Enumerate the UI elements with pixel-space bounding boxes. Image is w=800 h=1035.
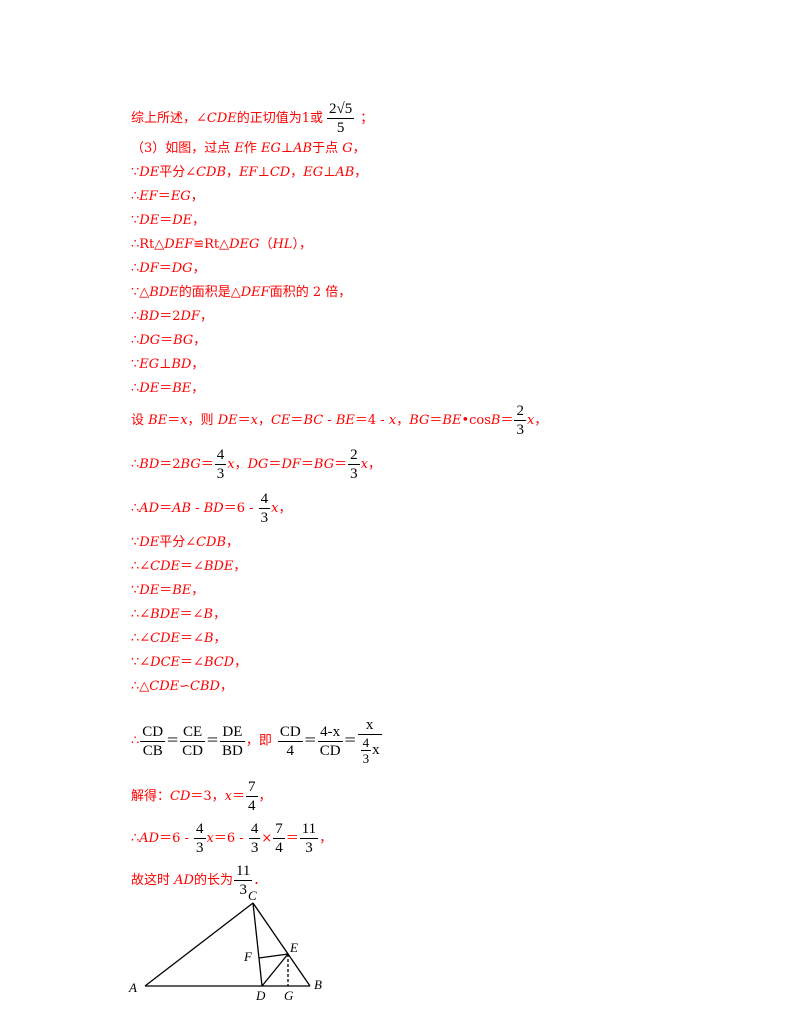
step-line: ∴DF＝DG，: [131, 261, 206, 276]
step-line: ∵DE＝DE，: [131, 213, 206, 228]
step-line: ∵∠DCE＝∠BCD，: [131, 655, 248, 670]
step-line: ∵DE平分∠CDB，: [131, 535, 240, 550]
label-b: B: [314, 977, 322, 992]
segment-cd: [252, 902, 263, 987]
segment-cb: [252, 902, 311, 987]
step-line: （3）如图，过点 E作 EG⊥AB于点 G，: [131, 141, 366, 156]
step-line: ∴∠CDE＝∠BDE，: [131, 559, 247, 574]
label-c: C: [248, 890, 257, 903]
setup-line: 设 BE＝x，则 DE＝x，CE＝BC - BE＝4 - x，BG＝BE•cos…: [131, 403, 548, 438]
step-line: ∴EF＝EG，: [131, 189, 204, 204]
label-a: A: [128, 980, 137, 995]
step-line: ∵EG⊥BD，: [131, 357, 205, 372]
label-g: G: [284, 988, 294, 1002]
step-line: ∴△CDE∽CBD，: [131, 679, 233, 694]
step-line: ∴∠BDE＝∠B，: [131, 607, 227, 622]
geometry-figure: C A B D G E F: [128, 890, 322, 1002]
label-d: D: [255, 988, 266, 1002]
step-line: ∴DG＝BG，: [131, 333, 207, 348]
step-line: ∴Rt△DEF≌Rt△DEG（HL），: [131, 237, 312, 252]
step-line: ∴∠CDE＝∠B，: [131, 631, 227, 646]
step-line: ∵DE＝BE，: [131, 583, 205, 598]
label-f: F: [243, 949, 253, 964]
segment-ef: [258, 953, 289, 959]
step-line: ∴DE＝BE，: [131, 381, 205, 396]
step-line: ∵DE平分∠CDB，EF⊥CD，EG⊥AB，: [131, 165, 368, 180]
segment-ac: [144, 902, 254, 987]
step-line: ∴BD＝2DF，: [131, 309, 214, 324]
label-e: E: [289, 940, 298, 955]
segment-de: [261, 953, 289, 987]
step-line: ∵△BDE的面积是△DEF面积的 2 倍，: [131, 285, 352, 300]
